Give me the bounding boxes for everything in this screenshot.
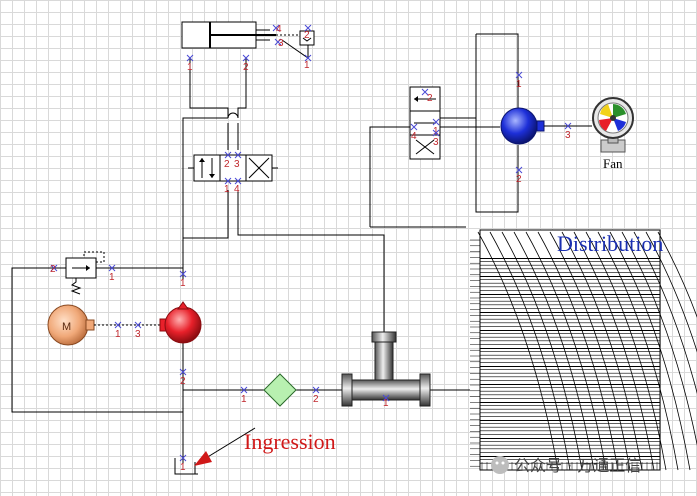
motor-label: M [62, 321, 71, 333]
port-number: 2 [180, 376, 186, 387]
nomogram-line [657, 231, 697, 318]
hydraulic-cylinder[interactable] [181, 21, 276, 49]
port-number: 1 [115, 329, 121, 340]
port-marker[interactable] [224, 151, 232, 159]
port-number: 1 [180, 278, 186, 289]
port-number: 3 [234, 159, 240, 170]
nomogram-line [501, 231, 583, 471]
nomogram-line [561, 231, 643, 471]
port-number: 3 [278, 38, 284, 49]
port-number: 2 [304, 30, 310, 41]
port-number: 4 [411, 131, 417, 142]
nomogram-line [621, 231, 697, 447]
port-marker[interactable] [234, 151, 242, 159]
port-number: 3 [433, 137, 439, 148]
distribution-nomogram [470, 229, 697, 471]
port-number: 1 [109, 272, 115, 283]
fan-label: Fan [603, 156, 623, 171]
port-marker[interactable] [134, 321, 142, 329]
port-marker[interactable] [179, 270, 187, 278]
port-number: 1 [383, 398, 389, 409]
fan-hydraulic-motor[interactable] [500, 107, 592, 145]
port-marker[interactable] [515, 71, 523, 79]
port-marker[interactable] [234, 177, 242, 185]
port-marker[interactable] [304, 54, 312, 62]
pipe-network [11, 33, 519, 475]
port-number: 1 [224, 184, 230, 195]
port-marker[interactable] [50, 264, 58, 272]
port-number: 4 [276, 24, 282, 35]
port-number: 2 [313, 394, 319, 405]
nomogram-line [537, 231, 619, 471]
nomogram-line [597, 231, 679, 471]
port-number: 2 [427, 93, 433, 104]
port-number: 2 [243, 62, 249, 73]
hydraulic-pump[interactable] [159, 301, 202, 344]
tee-junction[interactable] [341, 331, 431, 407]
nomogram-line [513, 231, 595, 471]
nomogram-line [525, 231, 607, 471]
directional-control-valve[interactable] [188, 154, 278, 182]
port-number: 1 [433, 126, 439, 137]
distribution-label: Distribution [557, 231, 663, 256]
fan-direction-valve[interactable] [409, 86, 441, 160]
ingression-arrow [194, 427, 256, 466]
ingression-label: Ingression [244, 429, 336, 454]
port-marker[interactable] [421, 88, 429, 96]
port-marker[interactable] [179, 368, 187, 376]
port-number: 3 [135, 329, 141, 340]
watermark: 公众号 · 万通正信 [491, 456, 641, 475]
port-marker[interactable] [240, 386, 248, 394]
nomogram-line [477, 231, 559, 471]
port-number: 4 [234, 184, 240, 195]
nomogram-line [633, 231, 697, 395]
nomogram-line [645, 231, 697, 353]
port-marker[interactable] [114, 321, 122, 329]
port-marker[interactable] [304, 24, 312, 32]
reservoir-tank[interactable] [174, 462, 196, 475]
port-number: 1 [241, 394, 247, 405]
port-marker[interactable] [312, 386, 320, 394]
port-marker[interactable] [564, 122, 572, 130]
port-marker[interactable] [274, 38, 282, 46]
filter[interactable] [263, 373, 297, 407]
electric-motor[interactable] [47, 304, 160, 346]
port-marker[interactable] [224, 177, 232, 185]
nomogram-line [549, 231, 631, 471]
port-number: 2 [516, 174, 522, 185]
port-number: 1 [516, 79, 522, 90]
nomogram-line [489, 231, 571, 471]
port-marker[interactable] [186, 54, 194, 62]
port-number: 1 [187, 62, 193, 73]
nomogram-line [573, 231, 655, 471]
port-marker[interactable] [410, 123, 418, 131]
pressure-relief-valve[interactable] [65, 251, 106, 295]
port-number: 1 [304, 60, 310, 71]
port-marker[interactable] [432, 118, 440, 126]
port-marker[interactable] [382, 394, 390, 402]
port-marker[interactable] [108, 264, 116, 272]
port-number: 2 [50, 264, 56, 275]
port-marker[interactable] [272, 24, 280, 32]
nomogram-line [585, 231, 667, 471]
port-marker[interactable] [242, 54, 250, 62]
port-marker[interactable] [179, 454, 187, 462]
port-number: 3 [565, 130, 571, 141]
port-number: 1 [180, 462, 186, 473]
port-marker[interactable] [515, 166, 523, 174]
port-marker[interactable] [432, 129, 440, 137]
fan-icon[interactable] [592, 97, 634, 153]
nomogram-line [609, 231, 691, 471]
watermark-text: 公众号 · 万通正信 [514, 456, 641, 475]
port-number: 2 [224, 159, 230, 170]
